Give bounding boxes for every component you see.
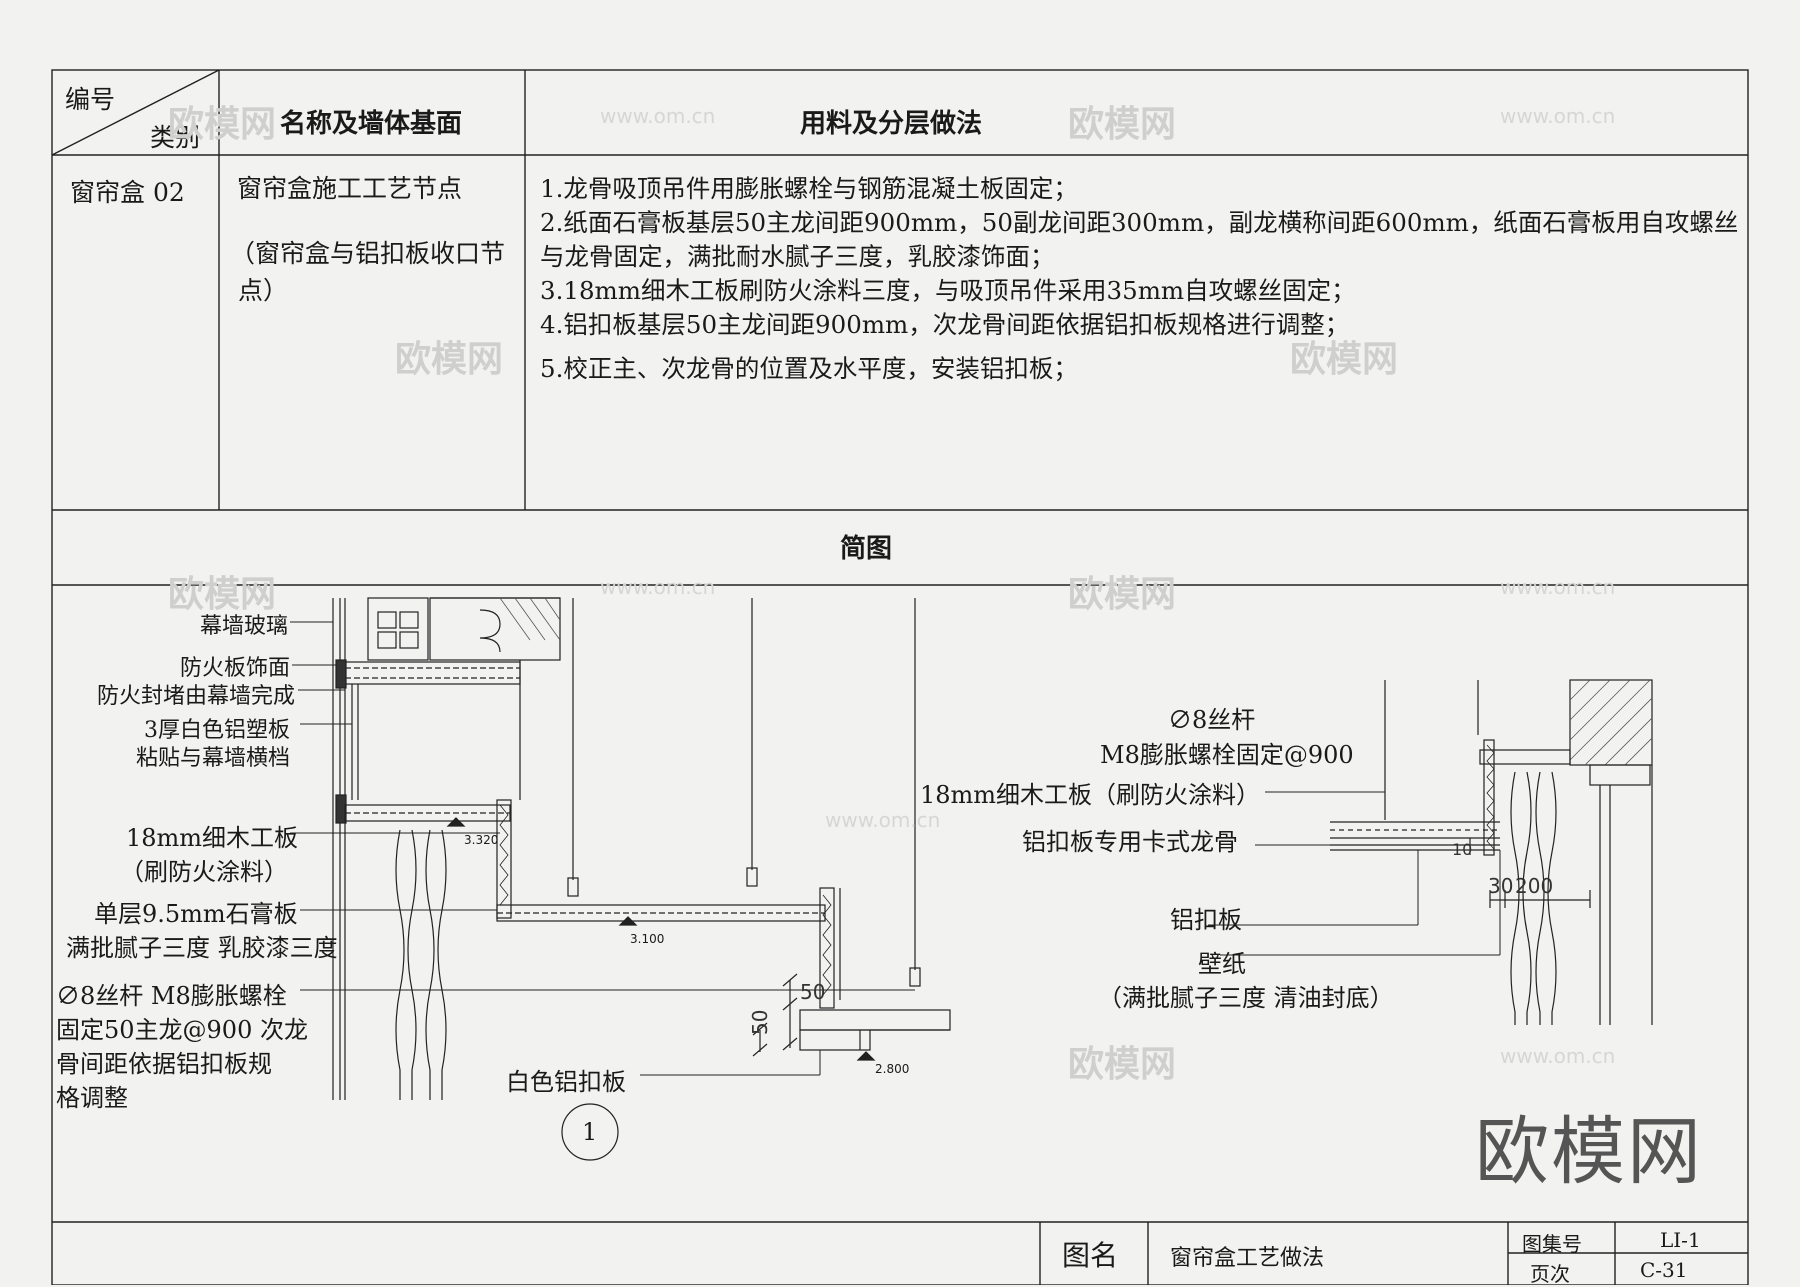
label-gypsum-2: 满批腻子三度 乳胶漆三度 xyxy=(66,934,338,962)
label-right-rod: ∅8丝杆 xyxy=(1168,706,1256,734)
label-gypsum-1: 单层9.5mm石膏板 xyxy=(94,900,298,928)
watermark-url: www.om.cn xyxy=(1500,104,1616,128)
right-leaders xyxy=(1208,791,1501,956)
label-fire-seal: 防火封堵由幕墙完成 xyxy=(96,684,295,709)
label-curtain-glass: 幕墙玻璃 xyxy=(199,614,288,639)
dimension-50-b: 50 xyxy=(748,1009,772,1035)
label-right-wood-board: 18mm细木工板（刷防火涂料） xyxy=(920,781,1261,809)
label-right-bolt: M8膨胀螺栓固定@900 xyxy=(1100,741,1354,769)
watermark-url: www.om.cn xyxy=(600,104,716,128)
dimension-50-a: 50 xyxy=(800,980,826,1004)
header-diagonal xyxy=(51,69,220,156)
dimension-30: 30 xyxy=(1488,874,1514,898)
label-rod-1: ∅8丝杆 M8膨胀螺栓 xyxy=(56,982,287,1010)
watermark-url: www.om.cn xyxy=(1500,575,1616,599)
watermark-url: www.om.cn xyxy=(600,575,716,599)
label-right-wallpaper: 壁纸 xyxy=(1198,950,1246,978)
label-rod-3: 骨间距依据铝扣板规 xyxy=(56,1050,272,1078)
label-alu-plastic-2: 粘贴与幕墙横档 xyxy=(135,746,290,771)
table-frame xyxy=(51,69,1749,1285)
method-step-3: 3.18mm细木工板刷防火涂料三度，与吸顶吊件采用35mm自攻螺丝固定； xyxy=(540,276,1356,305)
label-wood-board-2: （刷防火涂料） xyxy=(120,858,288,886)
header-method-label: 用料及分层做法 xyxy=(800,109,983,139)
watermark-brand-large: 欧模网 xyxy=(1475,1109,1703,1195)
elevation-2800: 2.800 xyxy=(875,1062,910,1076)
label-right-alu-panel: 铝扣板 xyxy=(1170,906,1242,934)
row-name-sub-2: 点） xyxy=(238,276,289,305)
row-name-main: 窗帘盒施工工艺节点 xyxy=(237,174,463,203)
label-fire-board: 防火板饰面 xyxy=(179,656,290,681)
dimension-200: 200 xyxy=(1515,874,1554,898)
diagram-title: 简图 xyxy=(840,534,893,564)
row-code: 窗帘盒 02 xyxy=(70,178,185,207)
title-block-page-value: C-31 xyxy=(1640,1258,1688,1282)
right-detail xyxy=(1330,679,1653,1025)
dimension-10: 10 xyxy=(1452,840,1473,859)
title-block-name-label: 图名 xyxy=(1062,1239,1119,1272)
label-rod-4: 格调整 xyxy=(56,1084,128,1112)
method-step-2-cont: 与龙骨固定，满批耐水腻子三度，乳胶漆饰面； xyxy=(540,242,1055,271)
label-white-alu: 白色铝扣板 xyxy=(506,1068,626,1096)
header-code-label: 编号 xyxy=(65,85,116,114)
label-detail-number: 1 xyxy=(582,1118,598,1146)
method-step-4: 4.铝扣板基层50主龙间距900mm，次龙骨间距依据铝扣板规格进行调整； xyxy=(540,310,1350,339)
title-block-atlas-value: LI-1 xyxy=(1660,1228,1701,1252)
elevation-3100: 3.100 xyxy=(630,932,665,946)
elevation-3320: 3.320 xyxy=(464,833,499,847)
title-block-page-label: 页次 xyxy=(1530,1262,1570,1286)
method-step-5: 5.校正主、次龙骨的位置及水平度，安装铝扣板； xyxy=(540,354,1078,383)
label-wood-board-1: 18mm细木工板 xyxy=(126,824,299,852)
watermark-url: www.om.cn xyxy=(1500,1044,1616,1068)
header-name-label: 名称及墙体基面 xyxy=(280,109,463,139)
left-detail xyxy=(332,597,951,1161)
method-step-1: 1.龙骨吸顶吊件用膨胀螺栓与钢筋混凝土板固定； xyxy=(540,174,1078,203)
label-alu-plastic-1: 3厚白色铝塑板 xyxy=(144,718,290,743)
watermark-url: www.om.cn xyxy=(825,808,941,832)
title-block-atlas-label: 图集号 xyxy=(1522,1232,1582,1256)
label-right-keel: 铝扣板专用卡式龙骨 xyxy=(1022,828,1238,856)
label-rod-2: 固定50主龙@900 次龙 xyxy=(56,1016,308,1044)
row-name-sub-1: （窗帘盒与铝扣板收口节 xyxy=(230,239,506,268)
method-step-2: 2.纸面石膏板基层50主龙间距900mm，50副龙间距300mm，副龙横称间距6… xyxy=(540,208,1739,237)
label-right-putty: （满批腻子三度 清油封底） xyxy=(1098,984,1394,1012)
title-block-name: 窗帘盒工艺做法 xyxy=(1170,1246,1325,1271)
left-leaders xyxy=(290,621,915,1076)
header-category-label: 类别 xyxy=(150,123,201,152)
